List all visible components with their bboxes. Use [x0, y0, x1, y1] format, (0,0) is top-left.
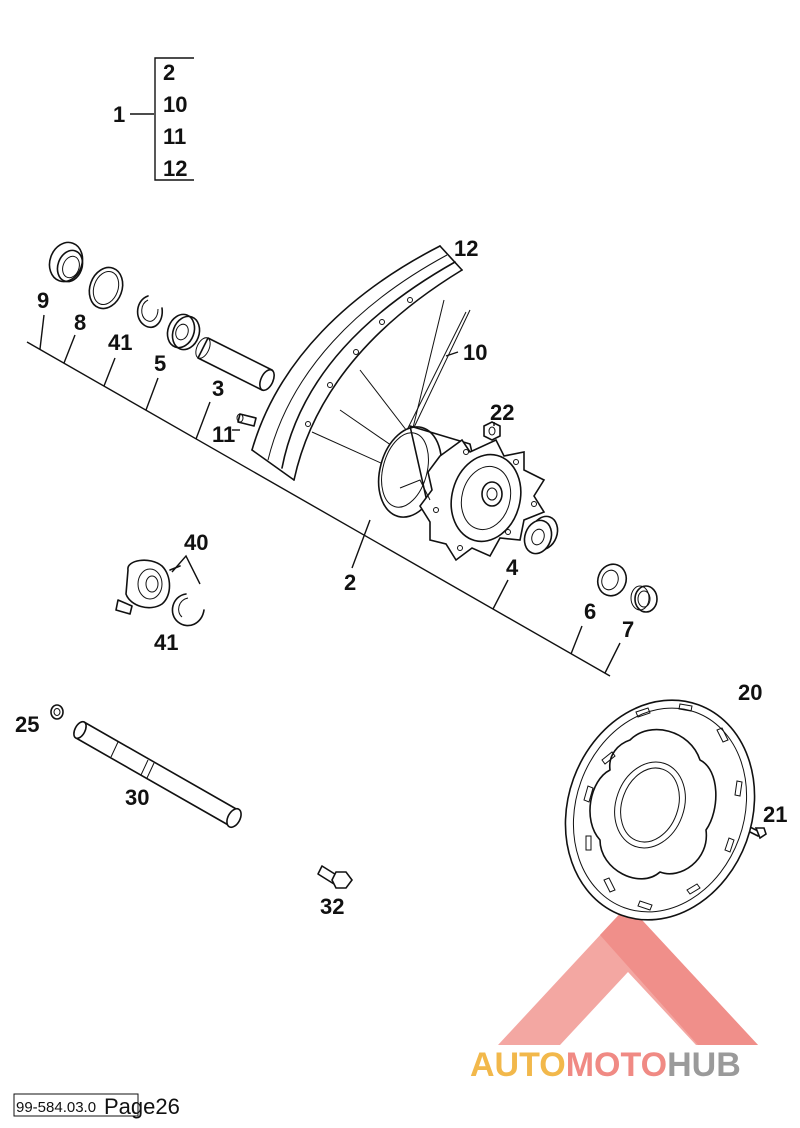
- part-label: 10: [463, 340, 487, 365]
- part-label: 41: [108, 330, 132, 355]
- svg-text:AUTOMOTOHUB: AUTOMOTOHUB: [470, 1046, 741, 1084]
- part-label: 12: [454, 236, 478, 261]
- part-label: 4: [506, 555, 519, 580]
- part-label: 30: [125, 785, 149, 810]
- assembly-axis-line: [26, 314, 621, 677]
- group-parent-label: 1: [113, 102, 125, 127]
- part-40-leader: [171, 554, 201, 585]
- circlip-part-41-lower: [171, 593, 205, 627]
- part-label: 7: [622, 617, 634, 642]
- page-number: Page26: [104, 1094, 180, 1119]
- axle-part-30: [73, 720, 242, 829]
- seal-ring-part-9: [48, 241, 84, 283]
- part-label: 5: [154, 351, 166, 376]
- group-child-label: 2: [163, 60, 175, 85]
- part-label: 20: [738, 680, 762, 705]
- group-child-label: 11: [163, 124, 186, 149]
- part-label: 11: [212, 422, 235, 447]
- nut-part-22: [483, 421, 501, 441]
- circlip-part-41: [136, 295, 164, 329]
- part-label: 3: [212, 376, 224, 401]
- bearing-part-4: [523, 515, 559, 555]
- spacer-part-7: [630, 585, 658, 613]
- bolt-part-32: [317, 865, 353, 889]
- bearing-part-5: [166, 313, 201, 351]
- part-label: 22: [490, 400, 514, 425]
- part-label: 25: [15, 712, 39, 737]
- watermark-part: MOTO: [566, 1046, 667, 1084]
- speedometer-drive-part-40: [115, 559, 181, 615]
- document-number: 99-584.03.0: [16, 1099, 96, 1116]
- part-label: 40: [184, 530, 208, 555]
- watermark-part: AUTO: [470, 1046, 566, 1084]
- spokes-part-10: [311, 299, 471, 469]
- seal-part-6: [596, 563, 628, 597]
- group-child-label: 10: [163, 92, 187, 117]
- part-label: 8: [74, 310, 86, 335]
- label-leaders: [232, 351, 495, 569]
- automotohub-watermark-text: AUTOMOTOHUB: [470, 1046, 741, 1084]
- group-child-label: 12: [163, 156, 187, 181]
- part-labels: 12 10 22 9 8 41 5 3 11 2 4 40 41 6 7 20 …: [15, 236, 787, 919]
- part-group-bracket: 1 2 10 11 12: [113, 57, 194, 181]
- watermark-part: HUB: [667, 1046, 741, 1084]
- nut-part-25: [50, 704, 64, 720]
- part-label: 9: [37, 288, 49, 313]
- rim-part-12: [251, 245, 463, 481]
- valve-part-11: [236, 413, 257, 427]
- page-footer: 99-584.03.0 Page26: [13, 1093, 180, 1119]
- part-label: 6: [584, 599, 596, 624]
- part-label: 32: [320, 894, 344, 919]
- hub-part-2: [377, 425, 546, 562]
- part-label: 21: [763, 802, 787, 827]
- part-label: 2: [344, 570, 356, 595]
- part-label: 41: [154, 630, 178, 655]
- automotohub-watermark-logo: [498, 905, 758, 1045]
- spacer-tube-part-3: [195, 337, 275, 392]
- brake-disc-part-20: [564, 699, 756, 921]
- o-ring-part-8: [88, 266, 124, 310]
